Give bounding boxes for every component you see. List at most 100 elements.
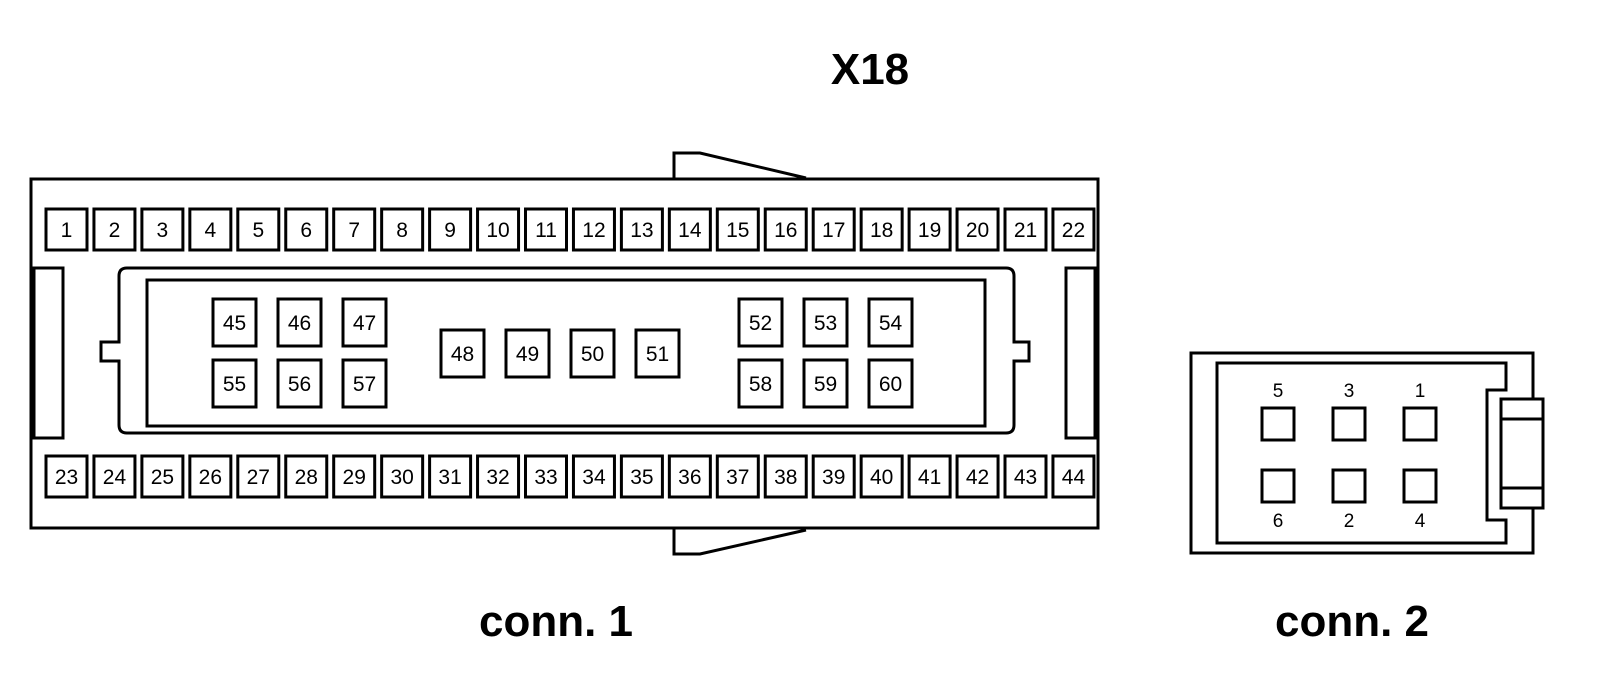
pin-5: 5 — [236, 207, 281, 252]
pin-box — [867, 297, 914, 348]
pin-20: 20 — [955, 207, 1000, 252]
pin-17: 17 — [811, 207, 856, 252]
pin-35: 35 — [619, 454, 664, 499]
connector-1-left-slot — [32, 266, 65, 440]
pin-1: 1 — [44, 207, 89, 252]
pin-box — [634, 328, 681, 379]
pin-box — [907, 207, 952, 252]
pin-box — [211, 358, 258, 409]
pin-box — [44, 454, 89, 499]
pin-28: 28 — [284, 454, 329, 499]
pin-label: 52 — [749, 312, 772, 335]
pin-45: 45 — [211, 297, 258, 348]
pin-label: 51 — [646, 343, 669, 366]
pin-box — [332, 207, 377, 252]
pin-box — [380, 207, 425, 252]
pin-25: 25 — [140, 454, 185, 499]
connector-2 — [1189, 351, 1545, 555]
pin-box — [439, 328, 486, 379]
pin-box — [811, 207, 856, 252]
connector-2-caption: conn. 2 — [1275, 597, 1429, 646]
pin-box — [1051, 207, 1096, 252]
pin-box — [476, 454, 521, 499]
pin-52: 52 — [737, 297, 784, 348]
pin-box — [763, 207, 808, 252]
pin-48: 48 — [439, 328, 486, 379]
pin-label: 18 — [870, 219, 893, 242]
pin-box — [276, 358, 323, 409]
pin-42: 42 — [955, 454, 1000, 499]
pin-label: 60 — [879, 373, 902, 396]
pin-box — [1402, 468, 1438, 504]
pin-label: 27 — [247, 466, 270, 489]
pin-33: 33 — [524, 454, 568, 499]
pin-7: 7 — [332, 207, 377, 252]
pin-label: 48 — [451, 343, 474, 366]
pin-box — [284, 207, 329, 252]
pin-box — [140, 207, 185, 252]
pin-4: 4 — [188, 207, 233, 252]
pin-label: 13 — [630, 219, 653, 242]
pin-box — [332, 454, 377, 499]
connector-1-caption: conn. 1 — [479, 597, 633, 646]
pin-54: 54 — [867, 297, 914, 348]
pin-label: 39 — [822, 466, 845, 489]
pin-box — [1260, 406, 1296, 442]
pin-box — [867, 358, 914, 409]
pin-19: 19 — [907, 207, 952, 252]
pin-box — [802, 297, 849, 348]
pin-32: 32 — [476, 454, 521, 499]
pin-label: 2 — [109, 219, 121, 242]
pin-box — [1003, 454, 1048, 499]
pin-29: 29 — [332, 454, 377, 499]
pin-47: 47 — [341, 297, 388, 348]
pin-label: 3 — [1344, 381, 1355, 402]
pin-box — [341, 358, 388, 409]
pin-23: 23 — [44, 454, 89, 499]
pin-2: 2 — [1331, 468, 1367, 532]
pin-22: 22 — [1051, 207, 1096, 252]
pin-label: 26 — [199, 466, 222, 489]
pin-39: 39 — [811, 454, 856, 499]
pin-label: 37 — [726, 466, 749, 489]
pin-label: 7 — [348, 219, 360, 242]
pin-label: 9 — [444, 219, 456, 242]
pin-51: 51 — [634, 328, 681, 379]
pin-box — [380, 454, 425, 499]
pin-56: 56 — [276, 358, 323, 409]
connector-1-inner-shell — [99, 266, 1031, 435]
pin-label: 23 — [55, 466, 78, 489]
pin-53: 53 — [802, 297, 849, 348]
pin-label: 54 — [879, 312, 903, 335]
pin-label: 10 — [486, 219, 509, 242]
pin-label: 12 — [582, 219, 605, 242]
pin-label: 49 — [516, 343, 539, 366]
pin-label: 41 — [918, 466, 941, 489]
pin-label: 34 — [582, 466, 606, 489]
pin-box — [802, 358, 849, 409]
pin-label: 29 — [343, 466, 366, 489]
pin-box — [715, 454, 760, 499]
pin-box — [188, 454, 233, 499]
pin-box — [737, 358, 784, 409]
pin-box — [1402, 406, 1438, 442]
pin-box — [667, 207, 712, 252]
pin-10: 10 — [476, 207, 521, 252]
pin-box — [92, 207, 137, 252]
pin-2: 2 — [92, 207, 137, 252]
pin-label: 8 — [396, 219, 408, 242]
pin-label: 53 — [814, 312, 837, 335]
pin-box — [236, 454, 281, 499]
pin-label: 40 — [870, 466, 893, 489]
pin-label: 1 — [1415, 381, 1426, 402]
connector-1-right-slot — [1064, 266, 1097, 440]
pin-box — [236, 207, 281, 252]
pin-60: 60 — [867, 358, 914, 409]
pin-box — [92, 454, 137, 499]
pin-label: 6 — [300, 219, 312, 242]
pin-41: 41 — [907, 454, 952, 499]
connector-2-latch — [1499, 397, 1545, 510]
pin-30: 30 — [380, 454, 425, 499]
